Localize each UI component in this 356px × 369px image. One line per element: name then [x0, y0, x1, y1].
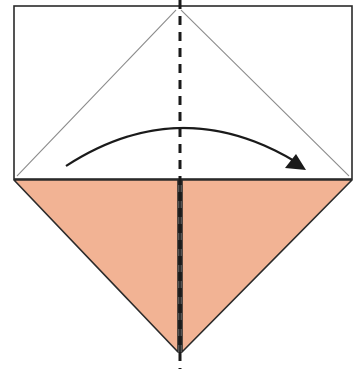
right-colored-flap: [181, 179, 353, 353]
right-diagonal-crease: [180, 9, 350, 177]
left-diagonal-crease: [16, 9, 177, 177]
left-colored-flap: [13, 179, 179, 353]
fold-arrow-curve: [65, 126, 297, 167]
top-paper-flap: [13, 5, 353, 180]
fold-arrow-head-icon: [285, 154, 306, 170]
